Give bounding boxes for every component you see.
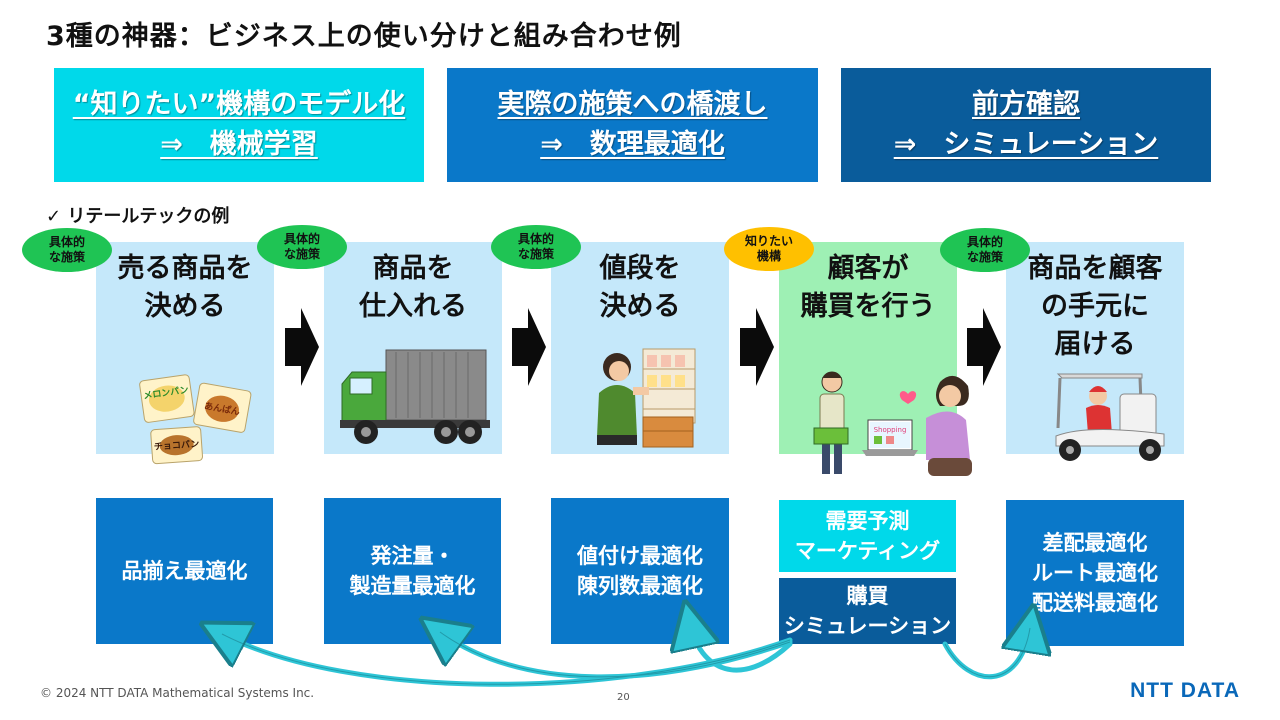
company-logo: NTT DATA	[1130, 679, 1240, 702]
badge-mechanism-to-understand: 知りたい 機構	[724, 227, 814, 271]
stage-title: 売る商品を 決める	[96, 250, 274, 326]
bread-icon: メロンパン あんぱん チョコパン	[139, 374, 252, 465]
stage-title-line: 決める	[144, 291, 226, 322]
screen-label: Shopping	[874, 426, 907, 434]
stage-set-price: 値段を 決める	[551, 242, 729, 454]
stage-select-products: 売る商品を 決める メロンパン あんぱん チョコパン	[96, 242, 274, 465]
stage-title: 商品を 仕入れる	[324, 250, 502, 326]
badge-concrete-measure: 具体的 な施策	[257, 225, 347, 269]
stage-title-line: の手元に	[1041, 291, 1149, 322]
truck-icon	[340, 349, 490, 444]
flow-arrow	[285, 308, 319, 386]
outcome-line: 需要予測	[825, 509, 910, 533]
flow-arrow	[967, 308, 1001, 386]
flow-arrow	[740, 308, 774, 386]
stage-title-line: 売る商品を	[117, 253, 253, 284]
retail-tech-subtitle: ✓ リテールテックの例	[46, 206, 230, 227]
stage-title: 値段を 決める	[551, 250, 729, 326]
badge-line: 知りたい	[744, 234, 793, 248]
header-line: 実際の施策への橋渡し	[497, 89, 768, 120]
price-tagging-icon	[597, 348, 696, 448]
outcome-demand-forecast: 需要予測 マーケティング	[779, 500, 956, 572]
badge-line: な施策	[517, 247, 554, 261]
badge-line: な施策	[966, 250, 1003, 264]
badge-line: 具体的	[966, 235, 1003, 249]
header-machine-learning: “知りたい”機構のモデル化 ⇒ 機械学習	[54, 68, 424, 182]
stage-title-line: 仕入れる	[359, 291, 467, 322]
outcome-delivery-optimization: 差配最適化 ルート最適化 配送料最適化	[1006, 500, 1184, 646]
stage-title-line: 購買を行う	[800, 291, 936, 322]
header-line: ⇒ シミュレーション	[893, 129, 1159, 160]
stage-title: 商品を顧客 の手元に 届ける	[1006, 250, 1184, 364]
header-line: 前方確認	[972, 89, 1080, 120]
stage-title-line: 値段を	[599, 253, 681, 284]
outcome-line: 品揃え最適化	[121, 559, 248, 583]
outcome-line: シミュレーション	[783, 614, 952, 638]
outcome-line: 製造量最適化	[349, 574, 476, 598]
outcome-purchase-simulation: 購買 シミュレーション	[779, 578, 956, 644]
header-line: “知りたい”機構のモデル化	[72, 89, 406, 120]
stage-deliver-products: 商品を顧客 の手元に 届ける	[1006, 242, 1184, 461]
outcome-line: 差配最適化	[1042, 531, 1148, 555]
badge-line: 具体的	[283, 232, 320, 246]
shopping-customers-icon: Shopping	[813, 371, 972, 476]
outcome-line: 購買	[846, 584, 889, 608]
stage-title-line: 商品を	[372, 253, 454, 284]
copyright-footer: © 2024 NTT DATA Mathematical Systems Inc…	[40, 686, 315, 700]
header-optimization: 実際の施策への橋渡し ⇒ 数理最適化	[447, 68, 818, 182]
badge-concrete-measure: 具体的 な施策	[491, 225, 581, 269]
outcome-line: マーケティング	[794, 539, 941, 563]
stage-title-line: 商品を顧客	[1027, 253, 1163, 284]
outcome-line: 陳列数最適化	[577, 574, 703, 598]
arrow-to-pricing	[690, 624, 793, 673]
stage-title-line: 顧客が	[827, 253, 909, 284]
badge-line: 機構	[756, 249, 781, 263]
outcome-line: ルート最適化	[1032, 561, 1158, 585]
badge-concrete-measure: 具体的 な施策	[940, 228, 1030, 272]
stage-title: 顧客が 購買を行う	[779, 250, 957, 326]
arrow-to-delivery	[942, 628, 1030, 680]
badge-line: 具体的	[517, 232, 554, 246]
flow-arrow	[512, 308, 546, 386]
arrow-to-assortment	[222, 634, 793, 687]
outcome-line: 値付け最適化	[577, 544, 703, 568]
badge-concrete-measure: 具体的 な施策	[22, 228, 112, 272]
outcome-order-quantity-optimization: 発注量・ 製造量最適化	[324, 498, 501, 644]
stage-purchase-stock: 商品を 仕入れる	[324, 242, 502, 454]
outcome-assortment-optimization: 品揃え最適化	[96, 498, 273, 644]
stage-title-line: 届ける	[1054, 329, 1136, 360]
badge-line: な施策	[283, 247, 320, 261]
header-simulation: 前方確認 ⇒ シミュレーション	[841, 68, 1211, 182]
outcome-line: 発注量・	[370, 544, 455, 568]
header-line: ⇒ 数理最適化	[540, 129, 725, 160]
delivery-scooter-icon	[1055, 373, 1165, 461]
header-line: ⇒ 機械学習	[160, 129, 318, 160]
page-title: 3種の神器：ビジネス上の使い分けと組み合わせ例	[46, 21, 682, 52]
badge-line: な施策	[48, 250, 85, 264]
stage-title-line: 決める	[599, 291, 681, 322]
bread-label: チョコパン	[154, 438, 200, 453]
badge-line: 具体的	[48, 235, 85, 249]
page-number: 20	[617, 692, 630, 703]
